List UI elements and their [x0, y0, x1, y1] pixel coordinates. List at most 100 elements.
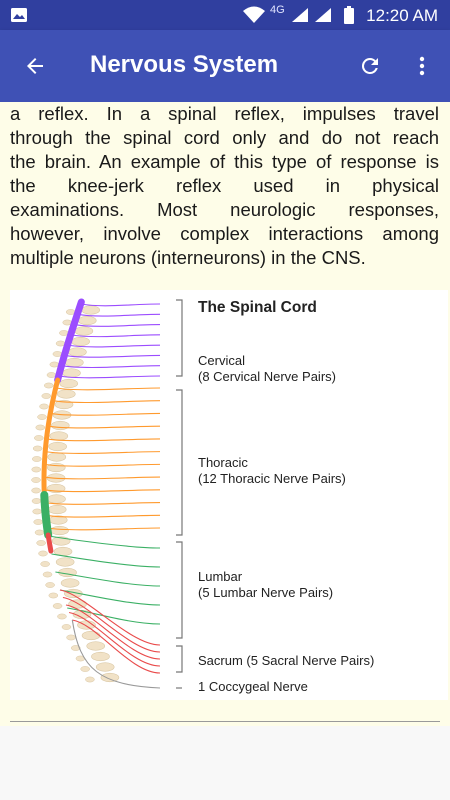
vertebra	[71, 336, 90, 347]
bottom-area	[0, 726, 450, 800]
thoracic-nerve	[45, 451, 161, 454]
vertebra	[50, 525, 69, 536]
status-bar: 4G 12:20 AM	[0, 0, 450, 30]
lumbar-bracket	[176, 541, 183, 639]
vertebra-process	[44, 382, 54, 389]
article-content[interactable]: a reflex. In a spinal reflex, impulses t…	[0, 102, 450, 726]
vertebra-process	[41, 393, 52, 399]
paragraph-line: however, involve complex interactions am…	[10, 223, 439, 244]
lumbar-sublabel: (5 Lumbar Nerve Pairs)	[198, 585, 333, 600]
vertebra-process	[34, 529, 45, 536]
lumbar-nerve	[51, 553, 161, 568]
cervical-nerve	[67, 344, 161, 348]
back-button[interactable]	[15, 46, 55, 86]
sacral-nerve	[59, 589, 161, 646]
lumbar-nerve	[59, 589, 161, 606]
thoracic-nerve	[44, 463, 161, 467]
vertebra	[65, 357, 84, 368]
thoracic-nerve	[48, 425, 161, 429]
cervical-label: Cervical	[198, 353, 245, 368]
vertebra	[50, 420, 70, 431]
vertebra-process	[48, 592, 59, 599]
arrow-left-icon	[27, 58, 43, 74]
vertebra	[68, 347, 87, 357]
figure-title: The Spinal Cord	[198, 299, 317, 316]
spinal-cord-diagram: The Spinal Cord Cervical (8 Cervical Ner…	[31, 298, 374, 694]
vertebra-process	[46, 372, 57, 378]
sacral-nerve	[65, 604, 161, 660]
paragraph-line: examinations. Most neurologic responses,	[10, 199, 439, 220]
sacral-nerve	[62, 596, 161, 653]
vertebra	[48, 441, 67, 452]
refresh-button[interactable]	[350, 46, 390, 86]
vertebra	[62, 368, 81, 378]
vertebra-process	[42, 571, 53, 578]
vertebra-process	[49, 361, 60, 368]
vertebra	[47, 452, 67, 462]
vertebra	[56, 389, 76, 399]
spinal-cord-figure: The Spinal Cord Cervical (8 Cervical Ner…	[10, 290, 448, 700]
cervical-nerve	[73, 324, 161, 327]
vertebra	[74, 326, 94, 336]
vertebra-process	[38, 550, 48, 557]
coccygeal-nerve	[71, 619, 161, 689]
vertebra-process	[61, 624, 72, 630]
article-paragraph: a reflex. In a spinal reflex, impulses t…	[10, 102, 439, 270]
sacral-bracket	[176, 645, 183, 673]
thoracic-nerve	[47, 527, 161, 531]
paragraph-line: the brain. An example of this type of re…	[10, 151, 439, 172]
vertebra	[95, 662, 115, 672]
vertebra-process	[37, 414, 47, 420]
vertebra-process	[32, 508, 42, 515]
vertebra-process	[40, 561, 50, 567]
image-icon	[11, 8, 27, 22]
more-options-button[interactable]	[402, 46, 442, 86]
network-type: 4G	[270, 4, 285, 16]
vertebra	[47, 494, 66, 504]
vertebra	[100, 672, 120, 683]
clock: 12:20 AM	[366, 6, 438, 25]
lumbar-nerve	[67, 607, 161, 625]
paragraph-line: the knee-jerk reflex used in physical	[10, 175, 439, 196]
lumbar-segment	[40, 491, 53, 539]
vertebra-process	[34, 435, 44, 441]
vertebra-process	[32, 456, 42, 462]
refresh-icon	[361, 57, 378, 74]
vertebra-process	[52, 351, 63, 357]
cervical-bracket	[176, 299, 183, 377]
thoracic-nerve	[43, 476, 161, 480]
lumbar-label: Lumbar	[198, 569, 243, 584]
vertebra	[86, 641, 106, 651]
paragraph-line: a reflex. In a spinal reflex, impulses t…	[10, 103, 439, 124]
thoracic-nerve	[55, 387, 161, 391]
vertebra-process	[66, 634, 76, 641]
thoracic-nerve	[52, 400, 161, 404]
paragraph-line: multiple neurons (interneurons) in the C…	[10, 247, 366, 268]
thoracic-nerve	[44, 501, 161, 505]
thoracic-nerve	[46, 438, 161, 442]
vertebra-process	[31, 498, 42, 504]
vertebra	[77, 315, 97, 326]
vertebra-process	[33, 519, 43, 525]
wifi-icon	[243, 6, 265, 23]
vertebra	[91, 651, 110, 662]
paragraph-line: through the spinal cord only and do not …	[10, 127, 439, 148]
more-vert-icon	[419, 56, 425, 76]
thoracic-bracket	[176, 389, 183, 536]
vertebra-process	[80, 666, 90, 672]
vertebra	[81, 630, 101, 641]
battery-icon	[344, 6, 354, 24]
lumbar-nerve	[48, 535, 161, 549]
vertebra	[55, 557, 75, 567]
thoracic-segment	[41, 377, 61, 497]
thoracic-nerve	[45, 514, 161, 518]
cervical-nerve	[70, 334, 161, 338]
signal-icon	[315, 8, 331, 22]
thoracic-sublabel: (12 Thoracic Nerve Pairs)	[198, 471, 346, 486]
thoracic-nerve	[50, 412, 161, 416]
sacrum-label: Sacrum (5 Sacral Nerve Pairs)	[198, 653, 374, 668]
vertebra-process	[36, 540, 46, 546]
vertebra-process	[85, 676, 95, 683]
vertebra-process	[32, 445, 43, 452]
vertebra-process	[35, 424, 46, 431]
